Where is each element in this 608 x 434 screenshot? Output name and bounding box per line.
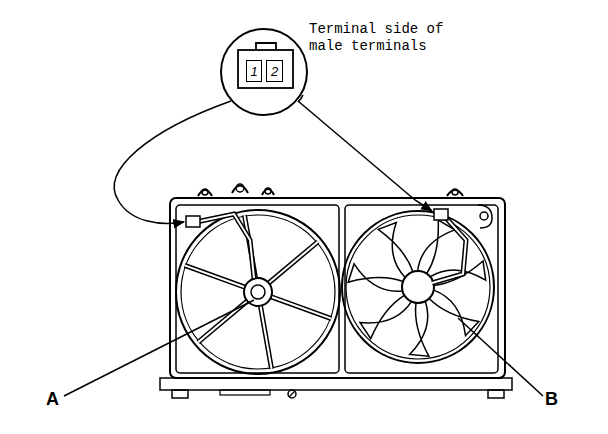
fan-hub xyxy=(251,285,265,299)
terminal-number: 2 xyxy=(271,65,278,78)
fan-shroud-part xyxy=(160,378,512,390)
fan-shroud-part xyxy=(289,391,295,397)
fan-shroud-part xyxy=(265,188,271,194)
callout-letter: B xyxy=(545,389,558,409)
fan-motor-wires-part xyxy=(432,218,466,283)
leader-lines-part xyxy=(458,318,543,396)
fan-strut xyxy=(271,297,331,319)
fan-blade xyxy=(378,223,413,278)
connector-callout-part xyxy=(298,95,303,102)
fan-shroud-part xyxy=(236,184,244,192)
fan-strut xyxy=(185,265,245,287)
connector-callout-part xyxy=(114,101,231,223)
connector-callout-part xyxy=(298,101,432,211)
fan-b-part xyxy=(342,211,494,363)
fan-strut xyxy=(269,242,318,283)
fan-hub xyxy=(244,278,272,306)
fan-hub xyxy=(402,271,434,303)
fan-shroud-part xyxy=(480,212,488,220)
fan-blade xyxy=(418,220,455,274)
leader-lines xyxy=(64,300,543,396)
fan-strut xyxy=(185,265,245,287)
connector-callout-part xyxy=(221,29,307,115)
fan-motor-wires-part xyxy=(196,214,254,278)
fan-strut xyxy=(260,306,271,369)
connector-callout xyxy=(114,29,432,223)
fan-motor-wires-part xyxy=(434,209,448,220)
fan-strut xyxy=(260,306,271,369)
fan-motor-wires-part xyxy=(186,216,200,227)
fan-b xyxy=(342,211,494,363)
fan-blade xyxy=(348,264,403,291)
fan-shroud-part xyxy=(172,390,188,398)
connector-callout-part xyxy=(256,43,276,50)
terminal-cavity: 2 xyxy=(266,60,283,82)
fan-shroud-part xyxy=(478,205,492,228)
fan-b-part xyxy=(346,215,490,359)
fan-shroud xyxy=(160,184,512,398)
leader-lines-part xyxy=(64,300,254,396)
fan-blade xyxy=(429,290,479,336)
terminal-number: 1 xyxy=(250,65,257,78)
connector-callout-part xyxy=(238,50,293,88)
fan-a-part xyxy=(181,215,335,369)
fan-shroud-part xyxy=(452,189,458,195)
fan-blade xyxy=(410,301,429,356)
fan-a xyxy=(176,210,340,374)
callout-letter: A xyxy=(46,389,59,409)
fan-strut xyxy=(269,242,318,283)
terminal-cavity: 1 xyxy=(246,60,262,82)
fan-shroud-part xyxy=(170,198,505,378)
fan-shroud-part xyxy=(288,390,296,398)
fan-blade xyxy=(360,295,411,338)
fan-shroud-part xyxy=(202,189,208,195)
fan-motor-wires-part xyxy=(432,218,466,283)
fan-strut xyxy=(271,297,331,319)
fan-shroud-part xyxy=(488,390,504,398)
fan-motor-wires xyxy=(186,209,466,283)
fan-shroud-part xyxy=(176,205,339,373)
fan-shroud-part xyxy=(220,390,270,395)
note-text: Terminal side of male terminals xyxy=(309,21,449,55)
fan-motor-wires-part xyxy=(196,214,254,278)
fan-a-part xyxy=(176,210,340,374)
